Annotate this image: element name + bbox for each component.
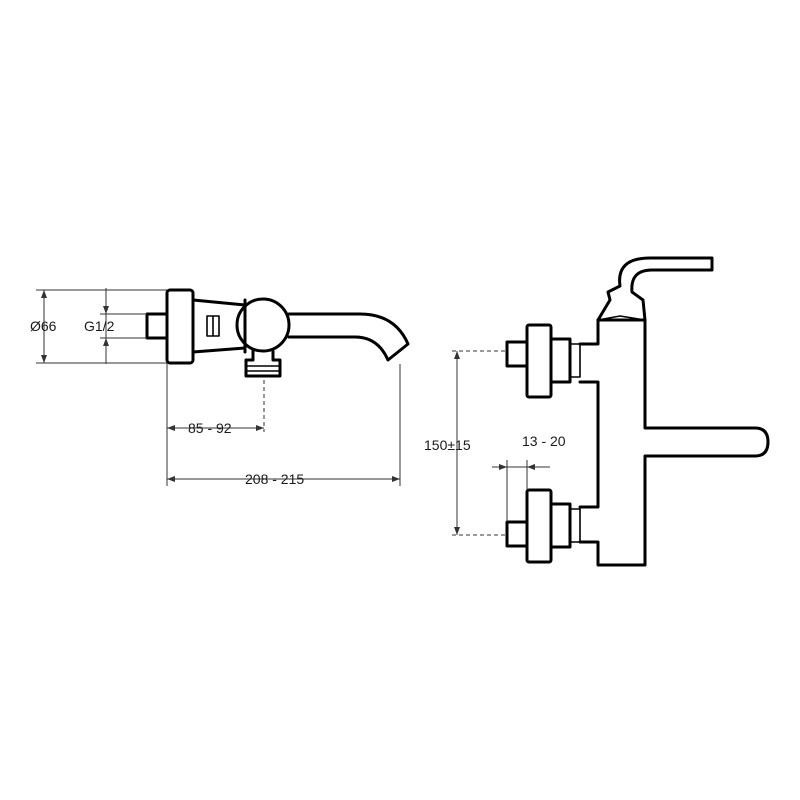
spout — [287, 312, 410, 362]
total-length-label: 208 - 215 — [245, 471, 304, 487]
front-view — [505, 256, 770, 567]
side-view — [145, 288, 410, 378]
side-view-dimensions — [36, 288, 401, 486]
hose-outlet — [244, 349, 282, 378]
lower-flange — [525, 488, 553, 564]
upper-inlet-stub — [505, 340, 529, 368]
wall-to-outlet-label: 85 - 92 — [188, 420, 232, 436]
lever-handle — [596, 256, 714, 322]
diverter-knob — [235, 297, 291, 353]
mixer-body-front — [578, 318, 770, 567]
upper-flange — [525, 323, 553, 399]
inlet-stub — [145, 312, 169, 340]
wall-flange — [165, 288, 195, 365]
offset-label: 13 - 20 — [522, 433, 566, 449]
diameter-label: Ø66 — [30, 318, 57, 334]
inlet-spacing-label: 150±15 — [424, 437, 471, 453]
body-connector — [191, 298, 247, 354]
lower-inlet-stub — [505, 520, 529, 548]
thread-label: G1/2 — [84, 318, 115, 334]
front-view-dimensions — [452, 350, 550, 536]
